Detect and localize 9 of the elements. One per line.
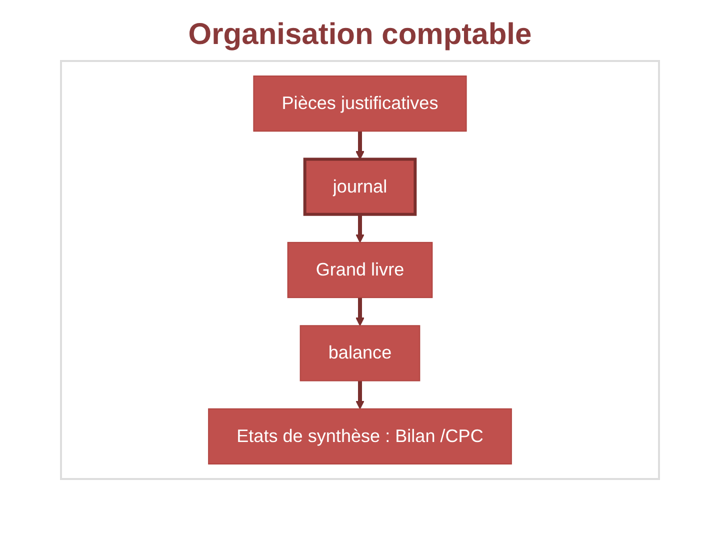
node-box: balance bbox=[300, 325, 420, 382]
arrow bbox=[356, 131, 364, 160]
arrow bbox=[356, 214, 364, 243]
arrow bbox=[356, 380, 364, 410]
arrow bbox=[356, 298, 364, 326]
node-box: Grand livre bbox=[287, 242, 433, 298]
node-box: Etats de synthèse : Bilan /CPC bbox=[208, 408, 512, 464]
title: Organisation comptable bbox=[187, 18, 533, 52]
node-box: Pièces justificatives bbox=[253, 76, 467, 132]
